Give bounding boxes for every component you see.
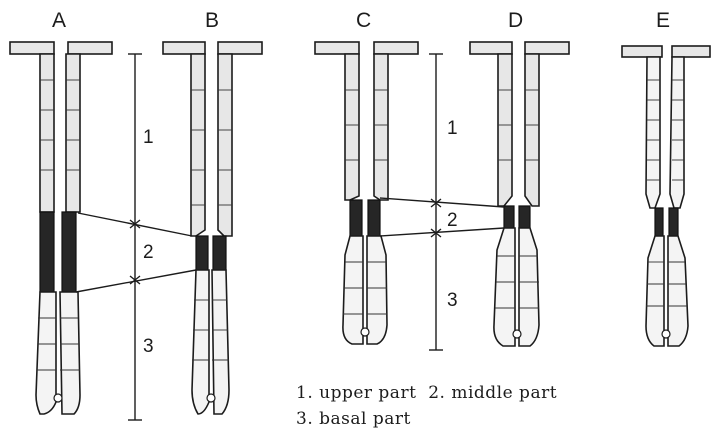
panel-d-middle-right [519,206,530,228]
panel-b-basal-right [212,270,229,414]
panel-b-surface-right [218,42,262,54]
legend: 1. upper part 2. middle part 3. basal pa… [296,383,557,429]
panel-d-basal-left [494,228,515,346]
panel-b-label: B [205,9,219,32]
panel-b-lumen-end [207,394,215,402]
panel-c-basal-right [367,236,387,344]
panel-e: E [622,9,710,346]
panel-e-lumen-end [662,330,670,338]
panel-a-surface-right [68,42,112,54]
panel-a-wall-upper-right [66,54,80,212]
panel-a-basal-left [36,292,56,414]
panel-d-surface-left [470,42,512,54]
panel-c-surface-right [374,42,418,54]
panel-b-middle-right [213,236,226,270]
panel-e-middle-left [655,208,663,236]
left-measure-guide: 1 2 3 [76,54,196,420]
panel-b-basal-left [192,270,209,414]
panel-e-surface-left [622,46,662,57]
panel-c-wall-upper-right [374,54,388,200]
panel-d-basal-right [519,228,539,346]
panel-d: D [470,9,569,346]
right-measure-2: 2 [447,210,458,231]
panel-d-wall-upper-right [525,54,539,206]
panel-a-basal-right [60,292,80,414]
panel-c-middle-left [350,200,362,236]
panel-c-surface-left [315,42,359,54]
right-measure-guide: 1 2 3 [380,54,504,350]
panel-d-lumen-end [513,330,521,338]
panel-b-middle-left [196,236,208,270]
panel-e-basal-left [646,236,664,346]
panel-c-wall-upper-left [345,54,359,200]
panel-b: B [163,9,262,414]
panel-b-surface-left [163,42,205,54]
panel-c-lumen-end [361,328,369,336]
panel-c-label: C [356,9,371,32]
panel-e-basal-right [668,236,688,346]
left-measure-1: 1 [143,127,154,148]
panel-d-middle-left [504,206,514,228]
panel-a-wall-upper-left [40,54,54,212]
panel-a-middle-right [62,212,76,292]
panel-a: A [10,9,112,414]
panel-c-basal-left [343,236,363,344]
panel-e-middle-right [669,208,678,236]
panel-a-label: A [52,9,66,32]
panel-a-surface-left [10,42,54,54]
left-measure-2: 2 [143,242,154,263]
panel-e-label: E [656,9,670,32]
left-measure-3: 3 [143,336,154,357]
panel-a-lumen-end [54,394,62,402]
panel-b-wall-upper-right [218,54,232,236]
panel-c-middle-right [368,200,380,236]
right-measure-3: 3 [447,290,458,311]
panel-b-wall-upper-left [191,54,205,236]
right-guide-connector-lower [380,228,504,236]
panel-c: C [315,9,418,344]
panel-d-wall-upper-left [498,54,512,206]
legend-line-1: 1. upper part 2. middle part [296,383,557,403]
panel-d-surface-right [525,42,569,54]
panel-d-label: D [508,9,523,32]
right-guide-connector-upper [380,198,504,207]
panel-a-middle-left [40,212,54,292]
legend-line-2: 3. basal part [296,409,411,429]
panel-e-surface-right [672,46,710,57]
right-measure-1: 1 [447,118,458,139]
